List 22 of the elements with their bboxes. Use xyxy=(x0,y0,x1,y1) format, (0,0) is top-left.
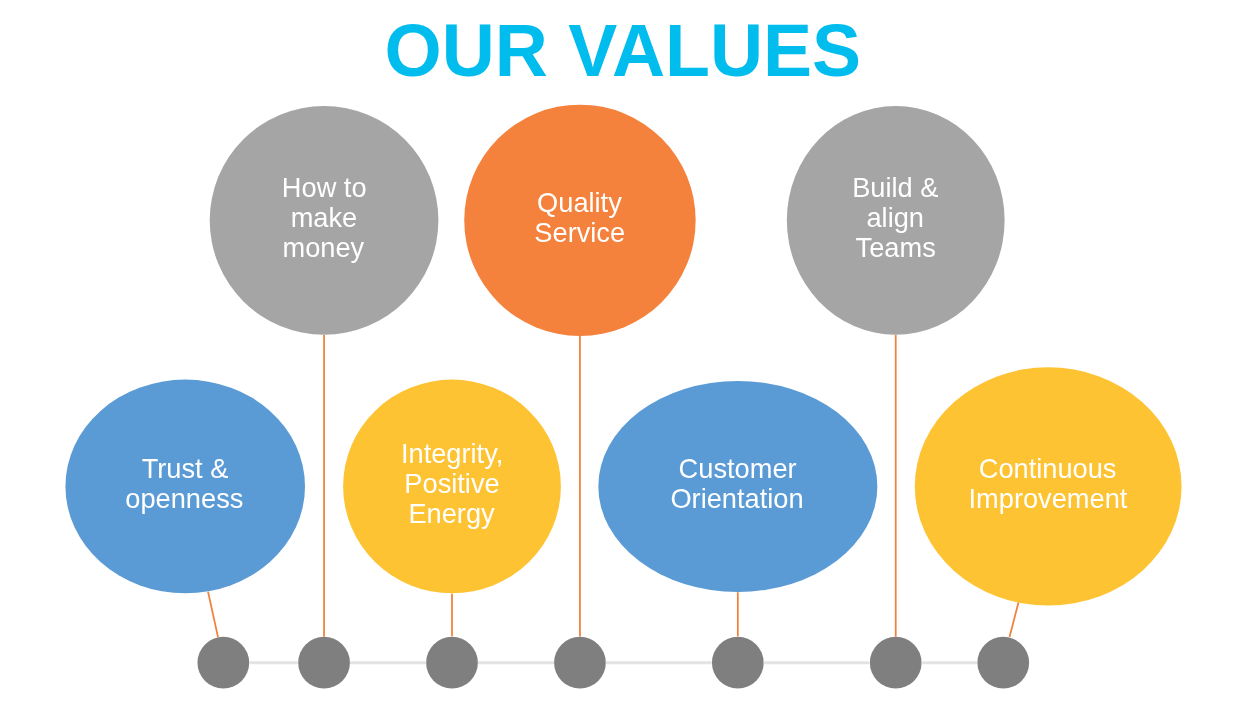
node-circle xyxy=(977,636,1030,689)
connector xyxy=(451,592,453,638)
connector xyxy=(323,334,325,638)
node-circle: Build & align Teams xyxy=(786,106,1005,335)
connector xyxy=(207,590,219,639)
connector xyxy=(736,591,739,638)
connector xyxy=(1008,601,1020,638)
node-circle xyxy=(426,636,478,689)
diagram-title: OUR VALUES xyxy=(384,9,862,93)
node-circle: How to make money xyxy=(209,106,439,335)
node-circle xyxy=(298,636,350,689)
connector xyxy=(579,335,581,638)
node-ellipse: Customer Orientation xyxy=(598,380,878,592)
node-ellipse: Trust & openness xyxy=(65,379,305,594)
node-circle xyxy=(711,636,764,689)
node-circle xyxy=(554,636,606,689)
node-circle: Integrity, Positive Energy xyxy=(343,379,561,594)
connector xyxy=(894,334,897,638)
node-circle: Quality Service xyxy=(464,104,696,337)
node-ellipse: Continuous Improvement xyxy=(914,367,1182,606)
node-circle xyxy=(869,636,922,689)
node-circle xyxy=(197,636,250,689)
